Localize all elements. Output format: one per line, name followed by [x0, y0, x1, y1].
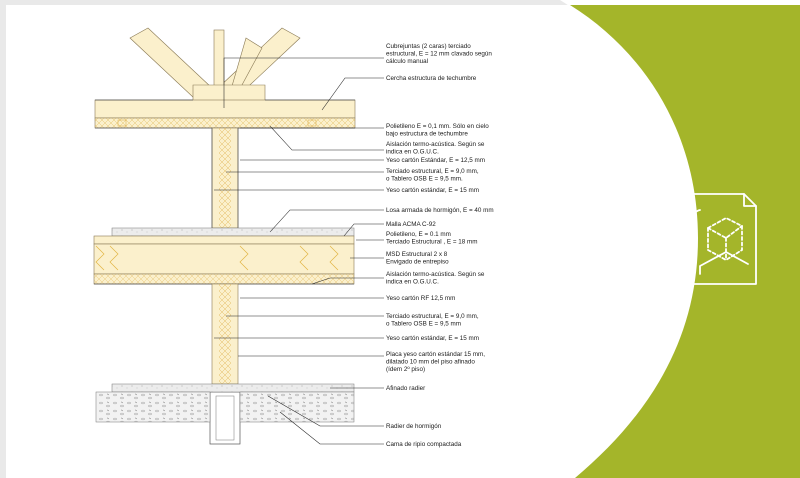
annotation-cercha: Cercha estructura de techumbre: [386, 75, 477, 82]
roof-truss: [94, 27, 356, 119]
upper-ceiling: [94, 117, 356, 129]
annotation-labels: Cubrejuntas (2 caras) terciado estructur…: [386, 43, 494, 448]
annotation-yeso-15-2: Yeso cartón estándar, E = 15 mm: [386, 335, 479, 342]
annotation-terciado-1: Terciado estructural, E = 9,0 mm, o Tabl…: [386, 168, 480, 183]
ground-floor: [95, 383, 355, 423]
document-3d-box-icon: [687, 193, 757, 285]
annotation-terciado-2: Terciado estructural, E = 9,0 mm, o Tabl…: [386, 313, 480, 328]
lower-wall: [209, 283, 241, 445]
leader-lines: [214, 57, 384, 445]
annotation-malla: Malla ACMA C-92: [386, 221, 436, 228]
annotation-msd: MSD Estructural 2 x 8 Envigado de entrep…: [386, 251, 449, 266]
floor-slab: [93, 227, 355, 285]
annotation-radier: Radier de hormigón: [386, 423, 442, 430]
upper-wall: [211, 127, 239, 229]
annotation-aislacion-2: Aislación termo-acústica. Según se indic…: [386, 271, 486, 286]
annotation-placa-yeso: Placa yeso cartón estándar 15 mm, dilata…: [386, 351, 487, 373]
annotation-yeso-12-5: Yeso cartón Estándar, E = 12,5 mm: [386, 157, 485, 164]
annotation-yeso-rf: Yeso cartón RF 12,5 mm: [386, 295, 455, 302]
annotation-losa: Losa armada de hormigón, E = 40 mm: [386, 207, 494, 214]
annotation-cubrejuntas: Cubrejuntas (2 caras) terciado estructur…: [386, 43, 494, 65]
annotation-cama-ripio: Cama de ripio compactada: [386, 441, 462, 448]
annotation-yeso-15-1: Yeso cartón estándar, E = 15 mm: [386, 187, 479, 194]
annotation-polietileno-terciado: Polietileno, E = 0.1 mm Terciado Estruct…: [386, 231, 478, 246]
annotation-polietileno-cielo: Polietileno E = 0,1 mm. Sólo en cielo ba…: [386, 123, 490, 138]
annotation-afinado: Afinado radier: [386, 385, 425, 392]
annotation-aislacion-1: Aislación termo-acústica. Según se indic…: [386, 141, 486, 156]
